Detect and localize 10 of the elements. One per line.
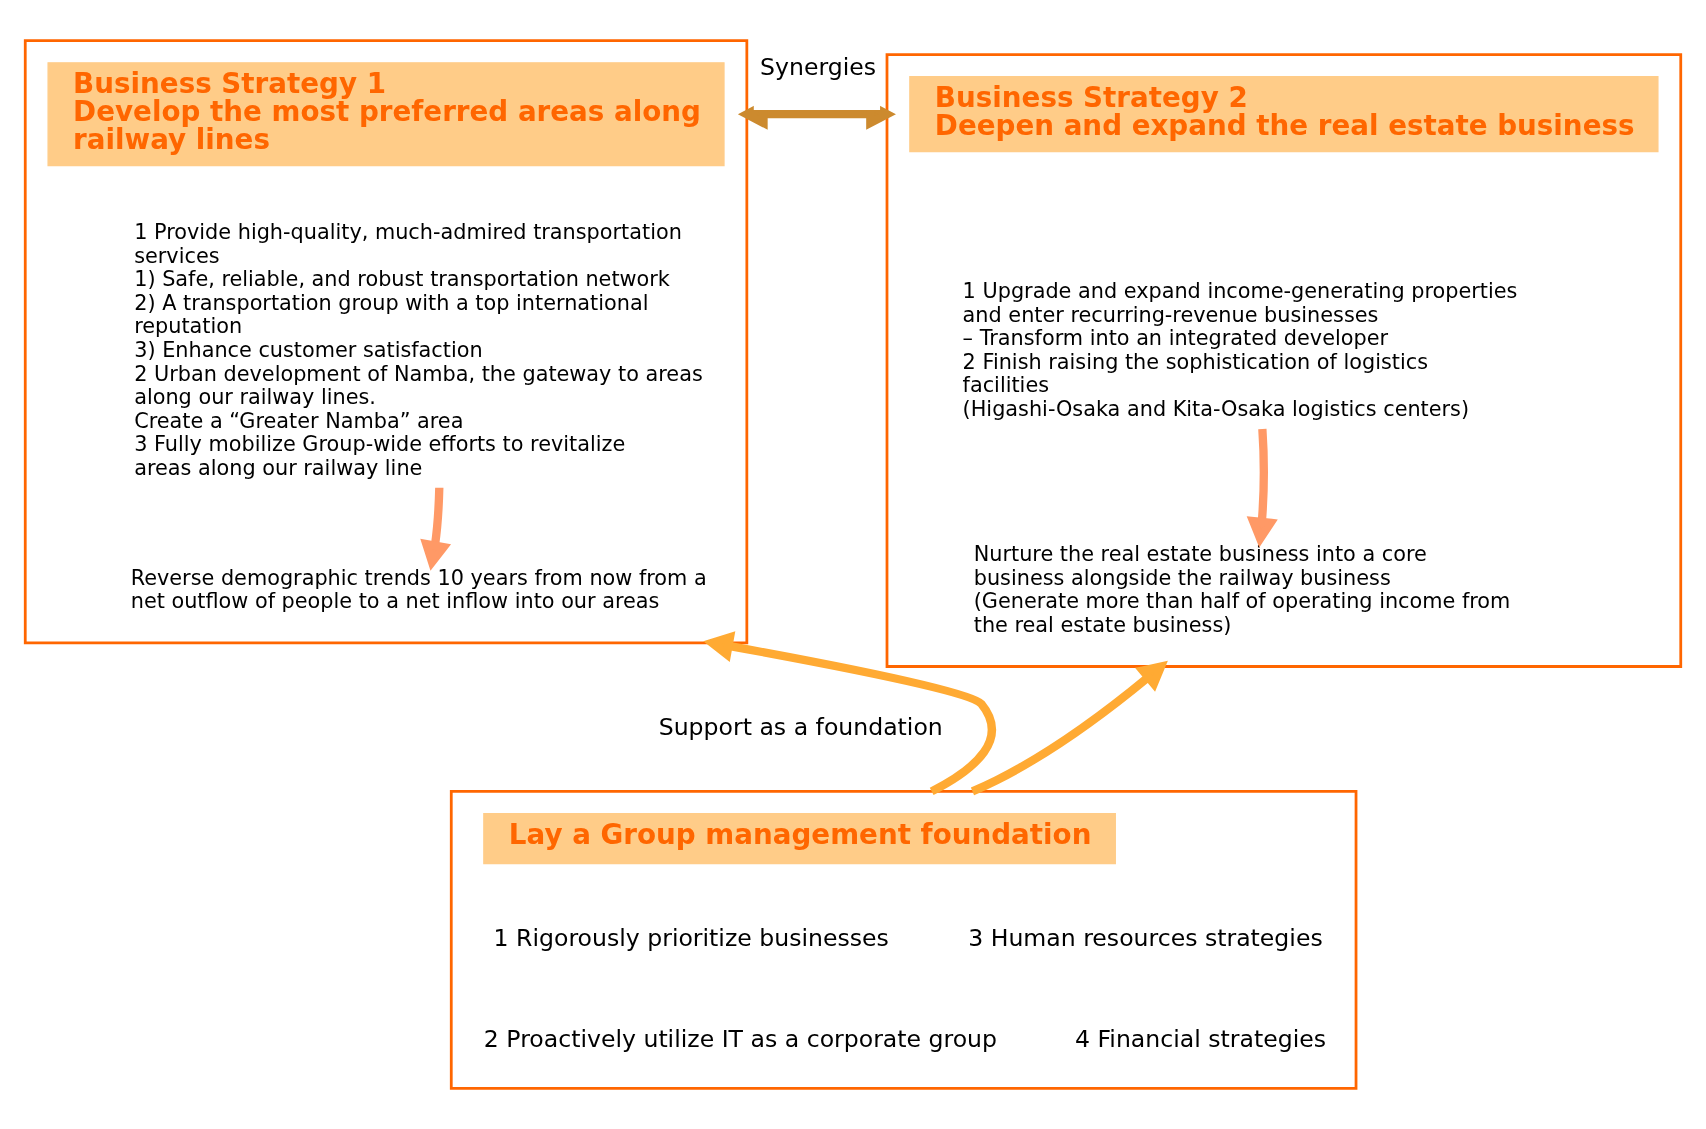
node-text: 1 Provide high-quality, much-admired transportation services 1) Safe, reliable, and robust transportation network 2) A transportation group with a top international reputation 3) Enhance customer satisfaction 2 Urban development of Namba, the gateway to areas along our railway lines. Create a “Greater Namba” area 3 Fully mobilize Group-wide efforts to revitalize areas along our railway line	[134, 220, 703, 480]
node-text: 1 Upgrade and expand income-generating properties and enter recurring-revenue businesses – Transform into an integrated developer 2 Finish raising the sophistication of logistics facilities (Higashi-Osaka and Kita-Osaka logistics centers)	[962, 279, 1518, 422]
node-text: Reverse demographic trends 10 years from now from a net outflow of people to a net inflow into our areas	[130, 565, 707, 614]
label: 1 Rigorously prioritize businesses	[493, 923, 889, 952]
label: 2 Proactively utilize IT as a corporate group	[483, 1024, 998, 1053]
label: 4 Financial strategies	[1075, 1024, 1326, 1053]
label: 3 Human resources strategies	[968, 923, 1323, 952]
edge-label: Synergies	[760, 53, 876, 82]
node-text: Nurture the real estate business into a core business alongside the railway business (Generate more than half of operating income from the real estate business)	[973, 542, 1511, 637]
label: Support as a foundation	[658, 712, 943, 741]
